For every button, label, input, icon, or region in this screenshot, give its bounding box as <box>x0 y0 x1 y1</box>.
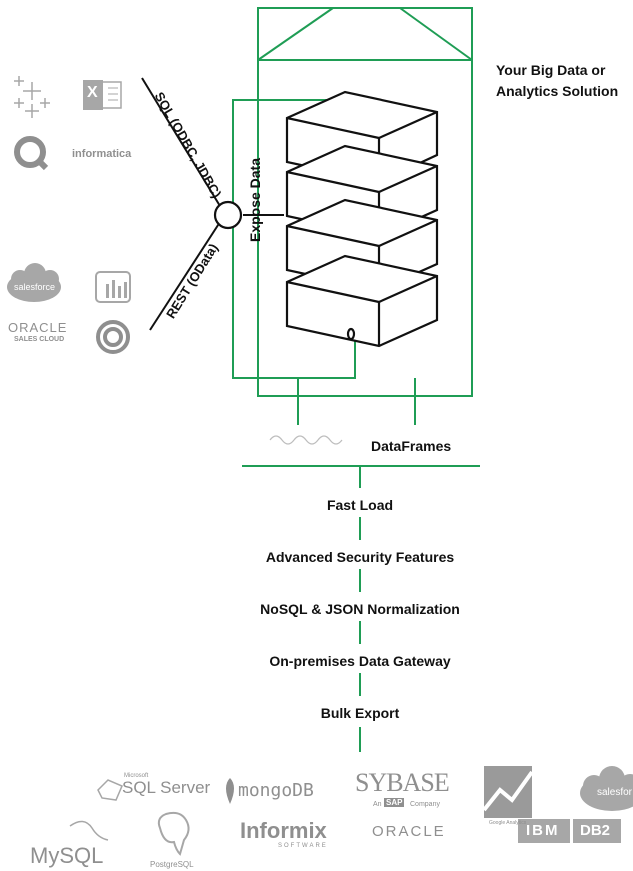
excel-icon <box>83 80 122 110</box>
salesforce-cloud-icon <box>7 263 61 302</box>
informix-sub: SOFTWARE <box>278 843 328 849</box>
oracle-sales-cloud-sub: SALES CLOUD <box>14 336 65 343</box>
outer-box <box>257 7 473 397</box>
oracle-source-logo: ORACLE <box>372 823 446 840</box>
ibm-logo: IBM <box>526 822 560 839</box>
expose-data-label: Expose Data <box>247 157 263 243</box>
informix-logo: Informix <box>240 818 327 843</box>
feature-timeline <box>242 465 480 752</box>
solution-title-line2: Analytics Solution <box>496 83 619 99</box>
excel-logo-letter: X <box>87 84 98 101</box>
sqlserver-logo: SQL Server <box>122 778 211 797</box>
feature-advanced-security: Advanced Security Features <box>265 549 455 565</box>
oracle-logo: ORACLE <box>8 320 68 335</box>
feature-nosql-json: NoSQL & JSON Normalization <box>260 601 460 617</box>
salesforce-source-cloud-icon <box>580 766 633 811</box>
tableau-icon <box>14 76 50 118</box>
sybase-an: An <box>373 801 382 808</box>
server-stack <box>285 90 439 348</box>
postgresql-logo: PostgreSQL <box>150 860 194 869</box>
feature-fast-load: Fast Load <box>326 497 394 513</box>
ibm-db2-logo <box>518 819 621 843</box>
solution-title-line1: Your Big Data or <box>496 62 606 78</box>
connector-hub <box>213 200 243 230</box>
mysql-logo: MySQL <box>30 843 104 868</box>
informatica-logo: informatica <box>72 148 132 160</box>
postgresql-elephant-icon <box>157 811 190 856</box>
google-analytics-logo: Google Analytics <box>489 820 527 826</box>
server-unit-4 <box>285 254 439 348</box>
powerbi-icon <box>95 271 131 303</box>
sql-connector-line <box>141 77 221 207</box>
mysql-dolphin-icon <box>69 820 109 841</box>
mongodb-leaf-icon <box>226 778 234 804</box>
spark-logo-icon <box>269 435 343 445</box>
salesforce-logo-text: salesforce <box>14 282 56 292</box>
feature-onprem-gateway: On-premises Data Gateway <box>269 653 451 669</box>
feature-bulk-export: Bulk Export <box>320 705 400 721</box>
solution-frame <box>232 7 473 425</box>
db2-logo: DB2 <box>580 822 611 839</box>
sybase-sap-badge: SAP <box>384 798 405 807</box>
target-icon <box>96 320 130 354</box>
client-connectors <box>141 77 284 331</box>
salesforce-source-logo: salesfor <box>597 787 633 798</box>
qlik-icon <box>14 136 49 171</box>
rest-connector-line <box>149 221 221 331</box>
mongodb-logo: mongoDB <box>238 780 314 801</box>
google-analytics-icon <box>482 766 534 818</box>
sybase-logo: SYBASE <box>355 768 450 797</box>
sybase-company: Company <box>410 801 440 808</box>
sqlserver-logo-small: Microsoft <box>124 773 149 779</box>
sqlserver-icon <box>97 779 123 801</box>
dataframes-label: DataFrames <box>371 438 452 454</box>
